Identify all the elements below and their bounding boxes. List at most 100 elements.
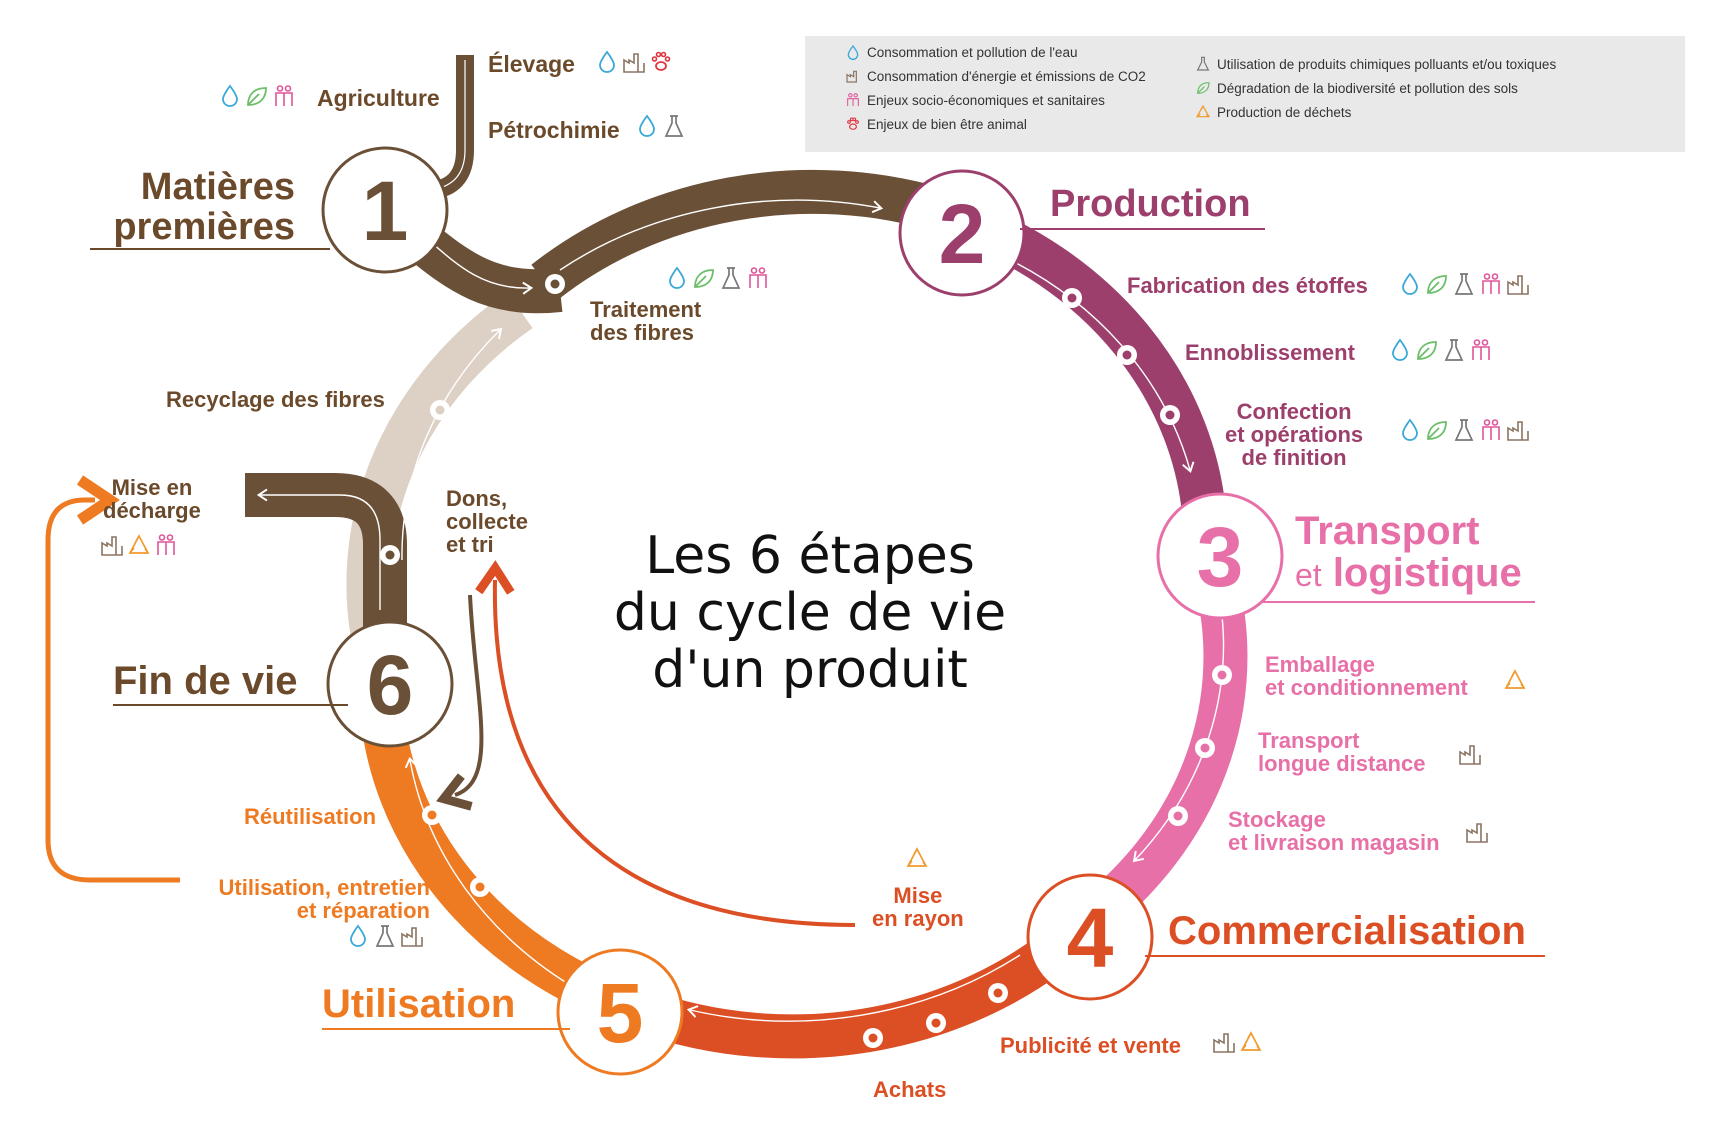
step-fabrication: Fabrication des étoffes (1127, 273, 1368, 298)
flask-icon (664, 115, 684, 137)
legend-item-biodiversity: Dégradation de la biodiversité et pollut… (1195, 80, 1518, 96)
factory-icon (401, 927, 423, 947)
stage-circle-3 (1156, 492, 1284, 620)
legend-item-chemicals: Utilisation de produits chimiques pollua… (1195, 56, 1556, 72)
stage-number-2: 2 (939, 187, 986, 281)
end-of-life-hook (245, 473, 407, 640)
impact-icon-group (218, 84, 296, 108)
impact-icon-group (100, 533, 178, 557)
step-dot-core (1173, 811, 1183, 821)
step-recyclage: Recyclage des fibres (166, 387, 385, 412)
stage-circle-5 (556, 948, 684, 1076)
stage-5-title: Utilisation (322, 982, 516, 1026)
flask-icon (1454, 273, 1474, 295)
step-reutilisation: Réutilisation (244, 804, 377, 829)
step-dot-core (550, 279, 560, 289)
paw-icon (651, 51, 671, 71)
legend-label: Enjeux socio-économiques et sanitaires (867, 92, 1105, 108)
title-line-3: d'un produit (652, 640, 968, 701)
legend-item-energy: Consommation d'énergie et émissions de C… (845, 68, 1146, 84)
stage-number-3: 3 (1197, 510, 1244, 604)
step-utilisation-entretien: Utilisation, entretien et réparation (218, 875, 430, 924)
stage-number-6: 6 (367, 638, 414, 732)
step-dot-core (385, 550, 395, 560)
people-icon (749, 267, 767, 288)
step-dot-core (868, 1033, 878, 1043)
stage-number-4: 4 (1067, 891, 1114, 985)
step-petrochimie: Pétrochimie (488, 117, 620, 143)
stage-4-underline (1145, 955, 1545, 957)
flask-icon (721, 267, 741, 289)
impact-icon-group (1465, 820, 1489, 844)
step-publicite: Publicité et vente (1000, 1033, 1181, 1058)
impact-icon-group (1398, 418, 1530, 442)
step-dot-core (427, 810, 437, 820)
impact-icon-group (905, 846, 929, 870)
step-elevage: Élevage (488, 51, 575, 77)
flask-icon (1444, 339, 1464, 361)
legend-item-animal: Enjeux de bien être animal (845, 116, 1027, 132)
stage-circle-4 (1026, 873, 1154, 1001)
impact-icon-group (1503, 668, 1527, 692)
impact-icon-group (595, 50, 673, 74)
step-traitement: Traitement des fibres (590, 297, 702, 346)
people-icon (157, 534, 175, 555)
stage-5-underline (322, 1028, 570, 1030)
factory-icon (1507, 421, 1529, 441)
recycle-icon (906, 847, 928, 867)
stage-2-underline (1020, 228, 1265, 230)
ring-segment-commercialisation (632, 908, 1101, 1059)
step-agriculture: Agriculture (317, 85, 440, 111)
step-mise-en-decharge: Mise en décharge (103, 475, 201, 524)
stage-6-title: Fin de vie (113, 659, 298, 703)
step-dot-core (435, 405, 445, 415)
title-line-1: Les 6 étapes (645, 526, 975, 586)
stage-circles: 1 2 3 4 5 6 (321, 146, 1284, 1076)
stage-1-title: Matières premières (113, 166, 295, 248)
step-dot-core (1122, 350, 1132, 360)
impact-icon-group (1388, 338, 1493, 362)
water-drop-icon (1402, 272, 1418, 295)
legend-label: Utilisation de produits chimiques pollua… (1217, 56, 1557, 72)
step-dot-core (931, 1018, 941, 1028)
stage-circle-2 (898, 169, 1026, 297)
legend-item-water: Consommation et pollution de l'eau (845, 44, 1077, 60)
legend-item-waste: Production de déchets (1195, 104, 1351, 120)
leaf-icon (1417, 341, 1437, 360)
stage-number-5: 5 (597, 966, 644, 1060)
impact-icon-group (1212, 1030, 1263, 1054)
people-icon (1472, 339, 1490, 360)
step-dot-core (1067, 293, 1077, 303)
utilisation-decharge-arrow (45, 475, 180, 883)
step-transport-longue-distance: Transport longue distance (1258, 728, 1426, 777)
people-icon (1482, 419, 1500, 440)
people-icon (847, 93, 859, 106)
legend-label: Production de déchets (1217, 104, 1352, 120)
mise-en-rayon-arrow (475, 560, 856, 927)
water-drop-icon (847, 44, 859, 60)
water-drop-icon (1392, 338, 1408, 361)
leaf-icon (1197, 82, 1210, 94)
water-drop-icon (350, 924, 366, 947)
leaf-icon (1427, 421, 1447, 440)
step-stockage: Stockage et livraison magasin (1228, 807, 1440, 856)
water-drop-icon (599, 50, 615, 73)
leaf-icon (1427, 275, 1447, 294)
step-dot-core (1200, 743, 1210, 753)
recycle-icon (128, 534, 150, 554)
stage-circle-6 (326, 620, 454, 748)
people-icon (275, 85, 293, 106)
leaf-icon (247, 87, 267, 106)
step-achats: Achats (873, 1077, 947, 1102)
step-dot-core (475, 882, 485, 892)
stage-4-title: Commercialisation (1168, 909, 1526, 953)
stage-number-1: 1 (362, 164, 409, 258)
step-emballage: Emballage et conditionnement (1265, 652, 1468, 701)
recycle-icon (1195, 104, 1211, 118)
stage-1-underline (90, 248, 330, 250)
flask-icon (1454, 419, 1474, 441)
impact-icon-group (1458, 742, 1482, 766)
impact-icon-group (635, 114, 686, 138)
impact-icon-group (665, 266, 770, 290)
